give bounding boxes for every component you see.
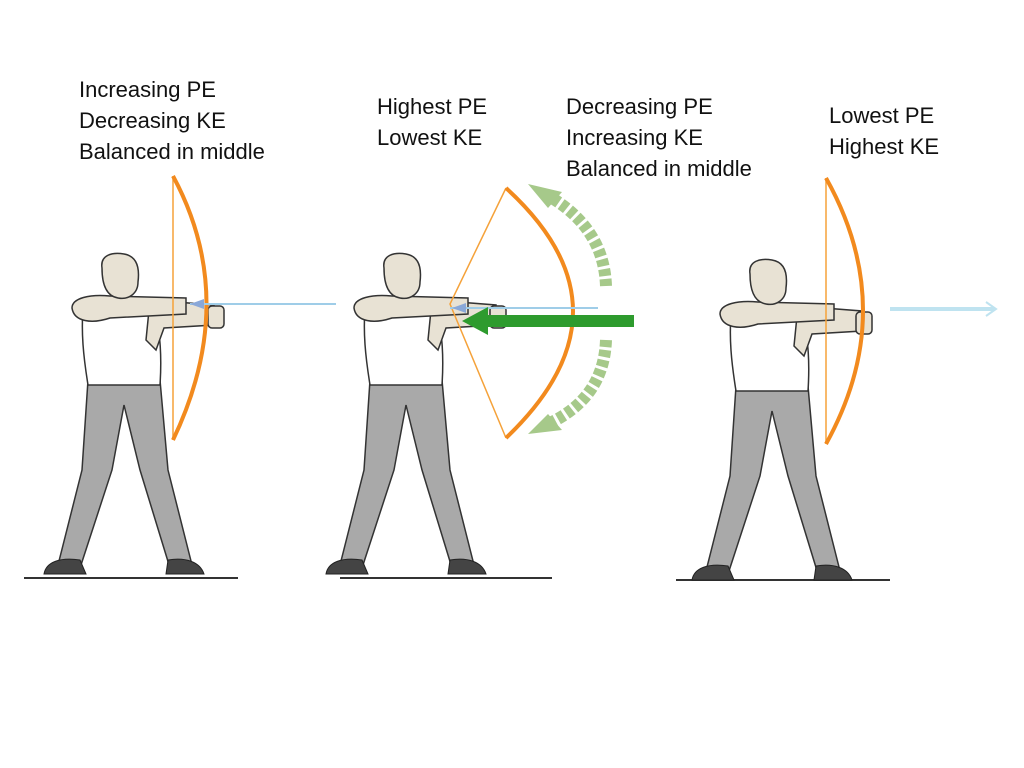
arrow-fletch	[190, 299, 204, 309]
stage-4-line-2: Highest KE	[829, 134, 940, 159]
stage-1-line-2: Decreasing KE	[79, 108, 226, 133]
arrow-fletch	[452, 303, 466, 313]
stage-2-line-2: Lowest KE	[377, 125, 483, 150]
stage-2-figure	[325, 184, 634, 579]
archer-figure	[691, 258, 873, 581]
flex-arrow-bottom	[549, 339, 612, 428]
stage-3-line-1: Decreasing PE	[566, 94, 713, 119]
stage-2-line-1: Highest PE	[377, 94, 488, 119]
stage-3-line-2: Increasing KE	[566, 125, 703, 150]
stage-1-line-3: Balanced in middle	[79, 139, 265, 164]
flex-arrow-top	[548, 192, 612, 287]
stage-1-figure	[24, 175, 336, 579]
stage-4-line-1: Lowest PE	[829, 103, 935, 128]
flex-arrow-bottom-head	[528, 414, 562, 434]
stage-3-line-3: Balanced in middle	[566, 156, 752, 181]
bow-string	[449, 187, 507, 439]
flex-arrow-top-head	[528, 184, 562, 208]
stage-1-line-1: Increasing PE	[79, 77, 216, 102]
archer-figure	[325, 252, 507, 575]
bow	[824, 177, 865, 445]
stage-4-label: Lowest PE Highest KE	[829, 100, 939, 162]
stage-2-label: Highest PE Lowest KE	[377, 91, 487, 153]
stage-1-label: Increasing PE Decreasing KE Balanced in …	[79, 74, 265, 167]
arrow-tip	[985, 301, 998, 317]
force-arrow	[462, 307, 634, 335]
stage-3-figure	[676, 177, 998, 581]
stage-3-label: Decreasing PE Increasing KE Balanced in …	[566, 91, 752, 184]
bow	[504, 186, 575, 440]
